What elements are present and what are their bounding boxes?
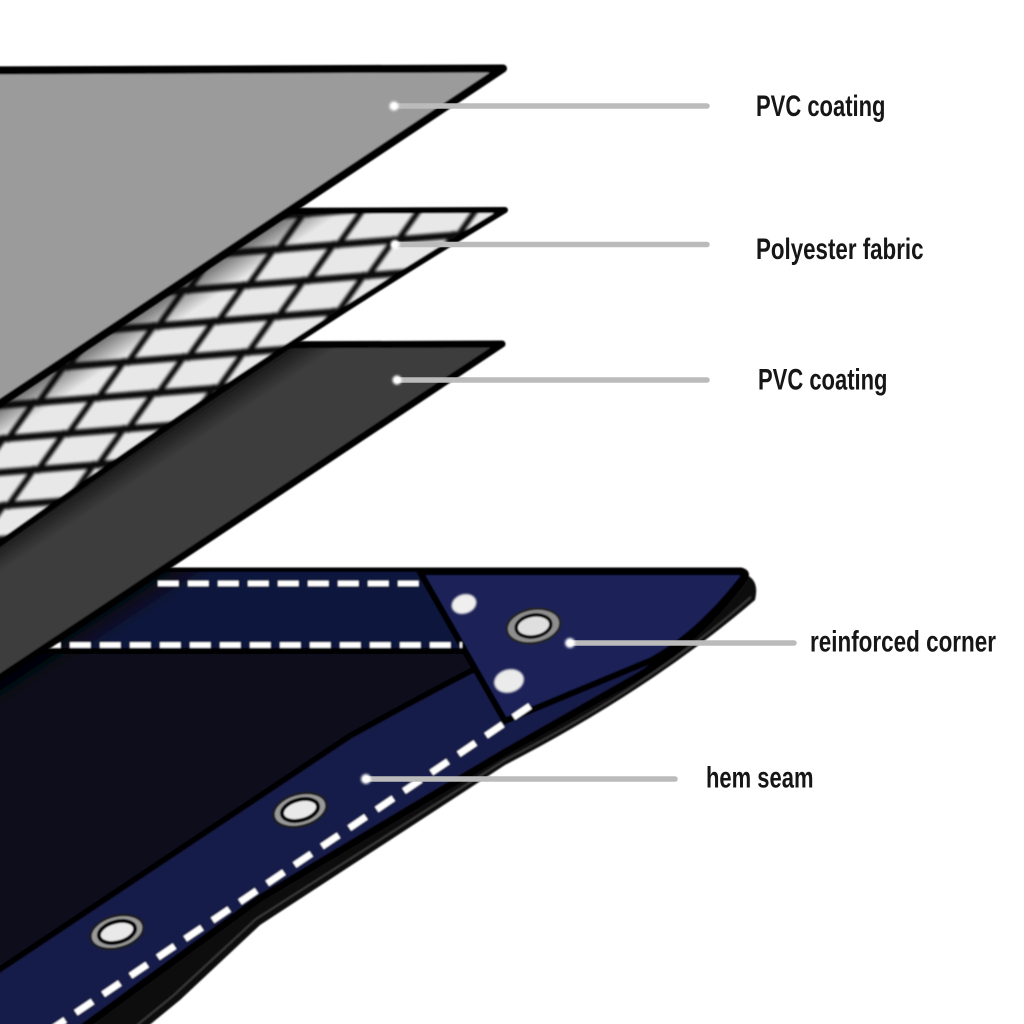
- svg-text:PVC coating: PVC coating: [758, 363, 888, 396]
- svg-text:reinforced corner: reinforced corner: [810, 626, 996, 659]
- svg-text:Polyester fabric: Polyester fabric: [756, 233, 924, 266]
- svg-text:hem seam: hem seam: [706, 761, 814, 794]
- svg-text:PVC coating: PVC coating: [756, 90, 886, 123]
